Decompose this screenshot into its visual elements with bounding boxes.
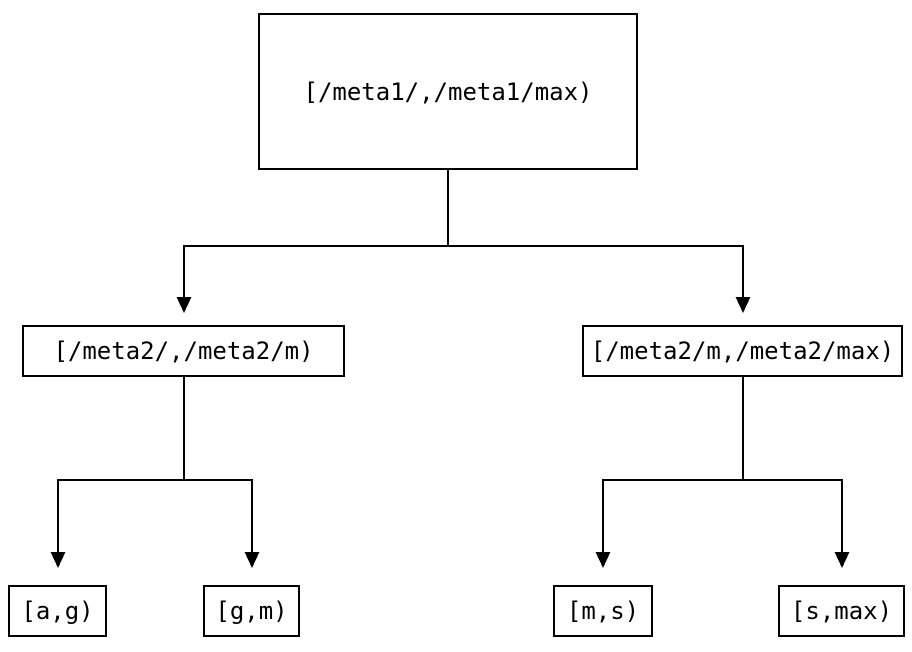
node-leaf-gm: [g,m)	[203, 585, 300, 637]
node-root: [/meta1/,/meta1/max)	[258, 13, 638, 170]
arrow-down-right-child-icon	[735, 297, 751, 313]
node-left-child: [/meta2/,/meta2/m)	[22, 325, 345, 377]
node-root-label: [/meta1/,/meta1/max)	[303, 77, 593, 106]
node-left-child-label: [/meta2/,/meta2/m)	[53, 337, 314, 365]
arrow-down-leaf-ms-icon	[595, 552, 611, 568]
node-right-child-label: [/meta2/m,/meta2/max)	[590, 337, 895, 365]
arrow-down-leaf-gm-icon	[244, 552, 260, 568]
node-leaf-ag-label: [a,g)	[21, 597, 94, 625]
node-right-child: [/meta2/m,/meta2/max)	[582, 325, 903, 377]
arrow-down-left-child-icon	[176, 297, 192, 313]
node-leaf-ms-label: [m,s)	[566, 597, 640, 625]
node-leaf-smax: [s,max)	[778, 585, 905, 637]
node-leaf-ag: [a,g)	[8, 585, 107, 637]
arrow-down-leaf-smax-icon	[834, 552, 850, 568]
arrow-down-leaf-ag-icon	[50, 552, 66, 568]
node-leaf-ms: [m,s)	[553, 585, 653, 637]
node-leaf-smax-label: [s,max)	[790, 597, 893, 625]
node-leaf-gm-label: [g,m)	[215, 597, 288, 625]
